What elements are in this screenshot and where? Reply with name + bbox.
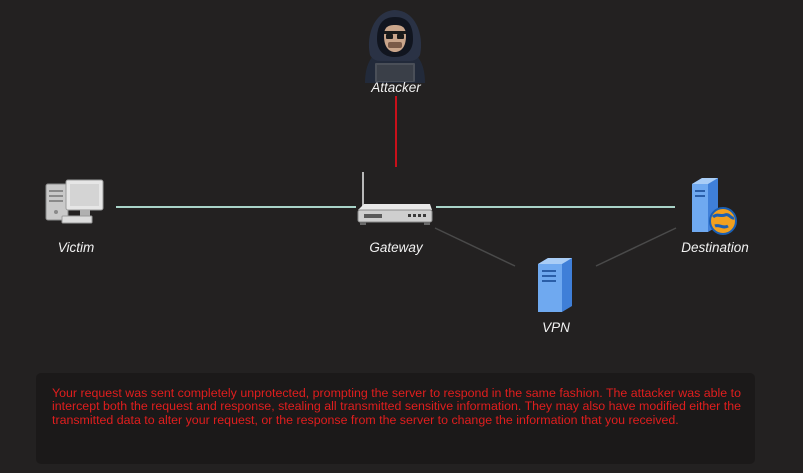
hooded-hacker-icon (365, 10, 425, 83)
node-label-gateway: Gateway (369, 240, 423, 255)
link-gateway-vpn (434, 227, 516, 267)
result-message-panel: Your request was sent completely unprote… (36, 373, 755, 464)
router-icon (357, 172, 433, 225)
desktop-computer-icon (45, 179, 104, 224)
web-server-icon (692, 178, 737, 235)
node-label-attacker: Attacker (371, 80, 421, 95)
link-vpn-destination (595, 227, 677, 267)
node-label-victim: Victim (57, 240, 95, 255)
result-message-text: Your request was sent completely unprote… (52, 386, 741, 427)
server-icon (538, 258, 572, 312)
node-label-destination: Destination (681, 240, 749, 255)
node-label-vpn: VPN (542, 320, 570, 335)
